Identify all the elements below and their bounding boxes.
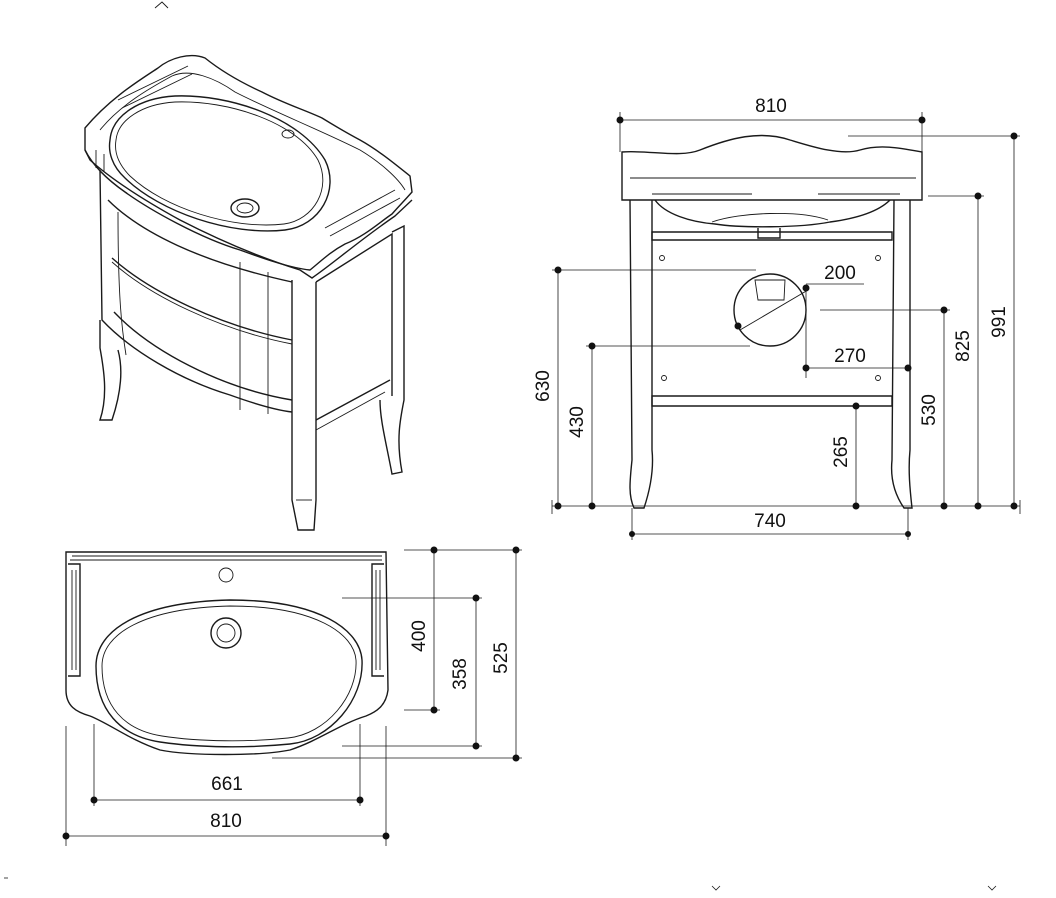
dim-top-depth-358: 358 — [450, 658, 471, 690]
dim-top-basin-width: 661 — [211, 774, 243, 795]
dimension-labels: 810 991 825 530 630 430 265 740 200 270 … — [210, 96, 1010, 832]
dim-front-height-total: 991 — [989, 306, 1010, 338]
dim-front-width: 810 — [755, 96, 787, 117]
dim-front-drain-height: 430 — [567, 406, 588, 438]
dim-front-valve-spacing: 270 — [834, 346, 866, 367]
dim-front-midrail-height: 530 — [919, 394, 940, 426]
dim-front-valve-offset: 200 — [824, 263, 856, 284]
dim-top-width: 810 — [210, 811, 242, 832]
dim-top-depth-525: 525 — [491, 642, 512, 674]
isometric-view — [84, 1, 413, 531]
front-view — [621, 134, 923, 509]
dimension-lines — [4, 112, 1021, 891]
dim-front-leg-span: 740 — [754, 511, 786, 532]
dim-front-bracket-height: 630 — [533, 370, 554, 402]
dim-top-depth-400: 400 — [409, 620, 430, 652]
dim-front-height-top: 825 — [953, 330, 974, 362]
dim-front-bottom-rail-height: 265 — [831, 436, 852, 468]
top-view — [65, 551, 389, 756]
